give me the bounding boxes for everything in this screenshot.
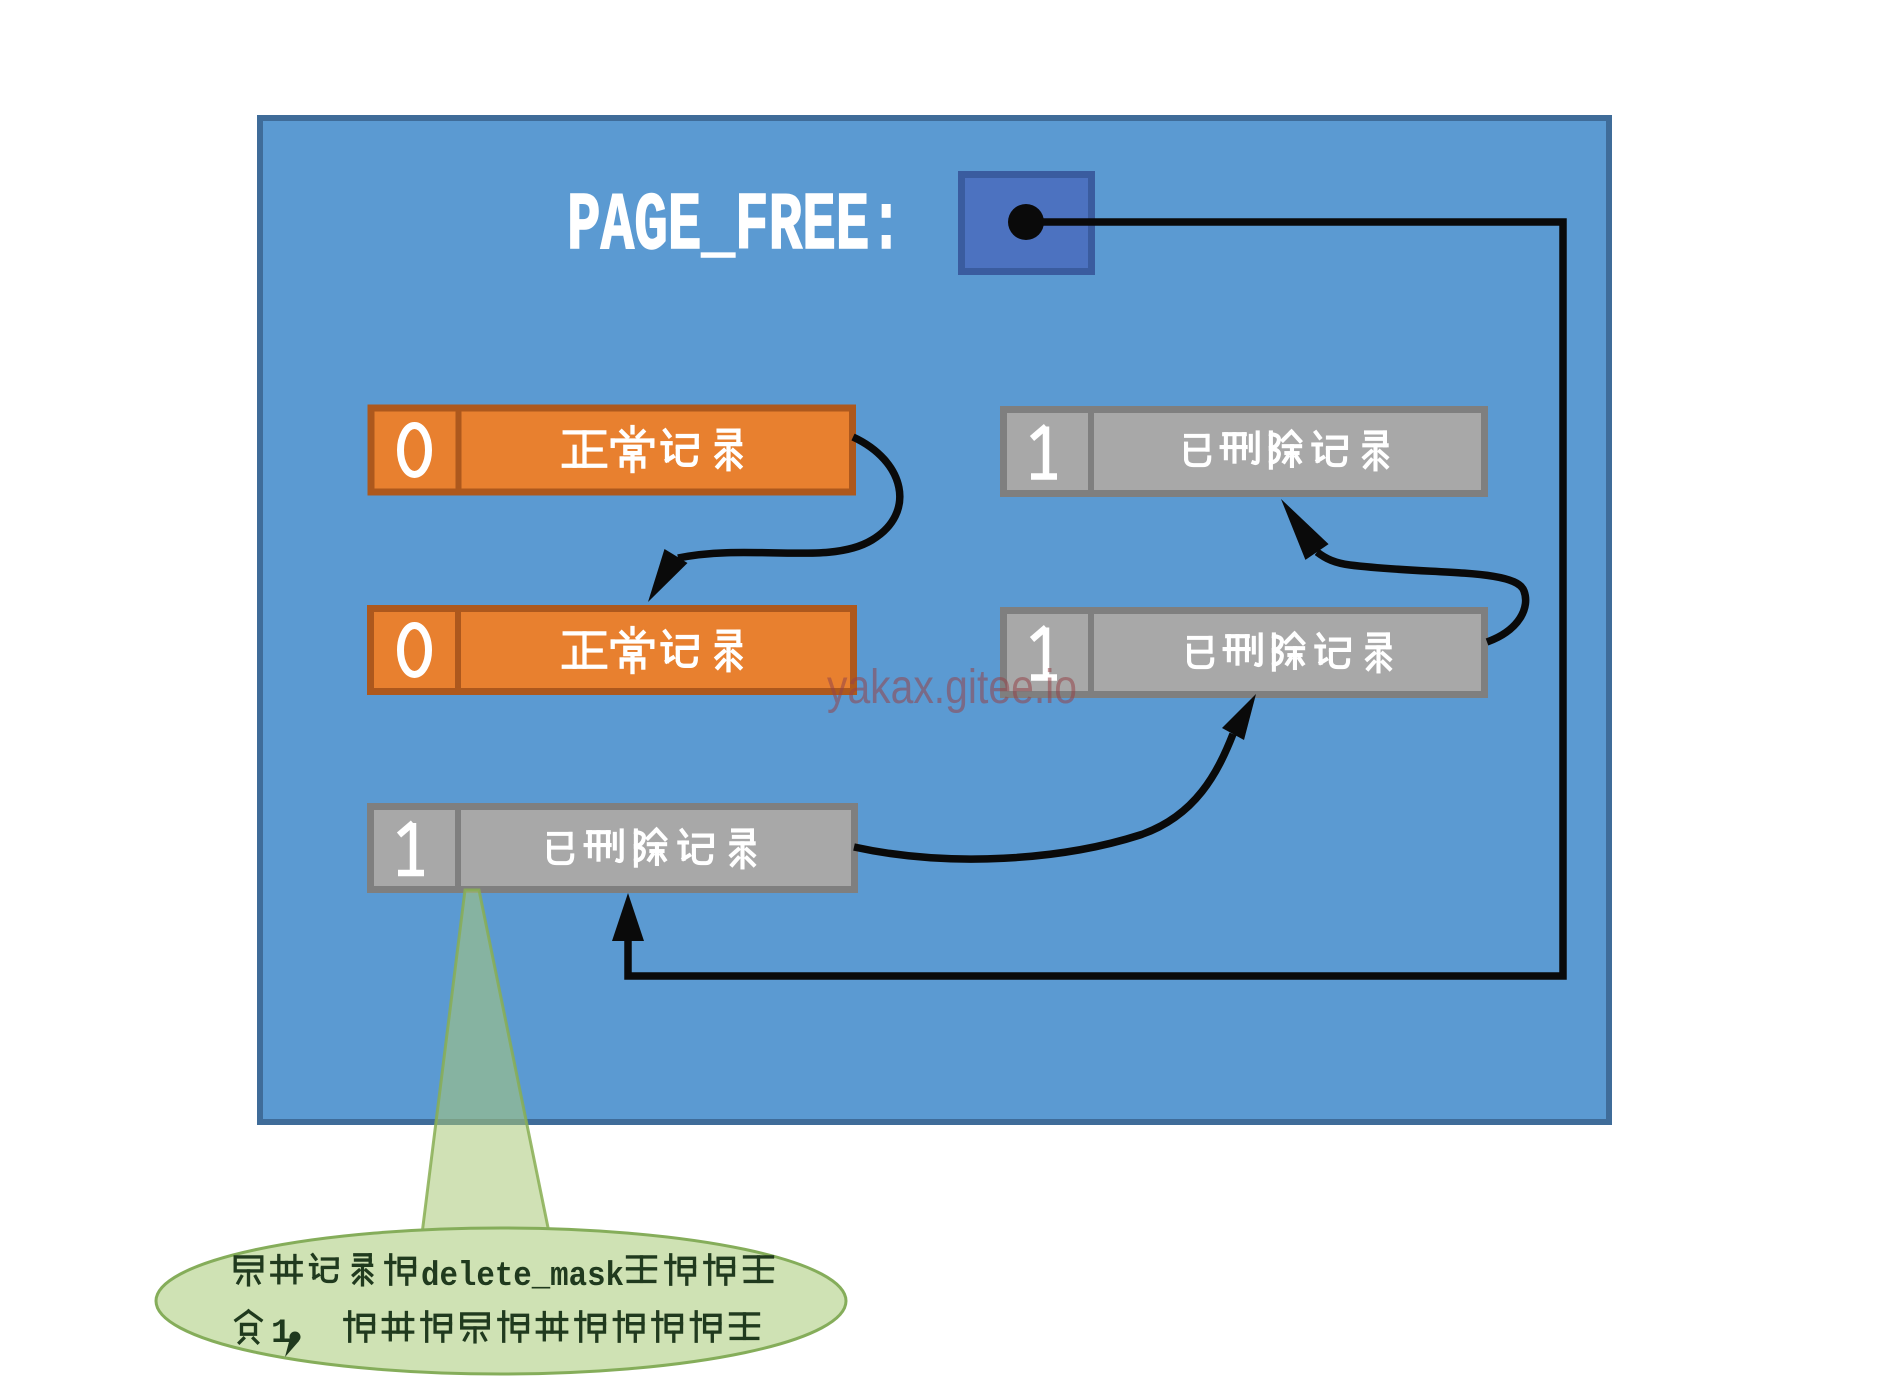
svg-text:PAGE_FREE:: PAGE_FREE: (567, 180, 903, 273)
svg-text:1: 1 (271, 1315, 291, 1353)
svg-text:yakax.gitee.io: yakax.gitee.io (827, 661, 1077, 714)
svg-text:delete_mask: delete_mask (421, 1258, 624, 1296)
